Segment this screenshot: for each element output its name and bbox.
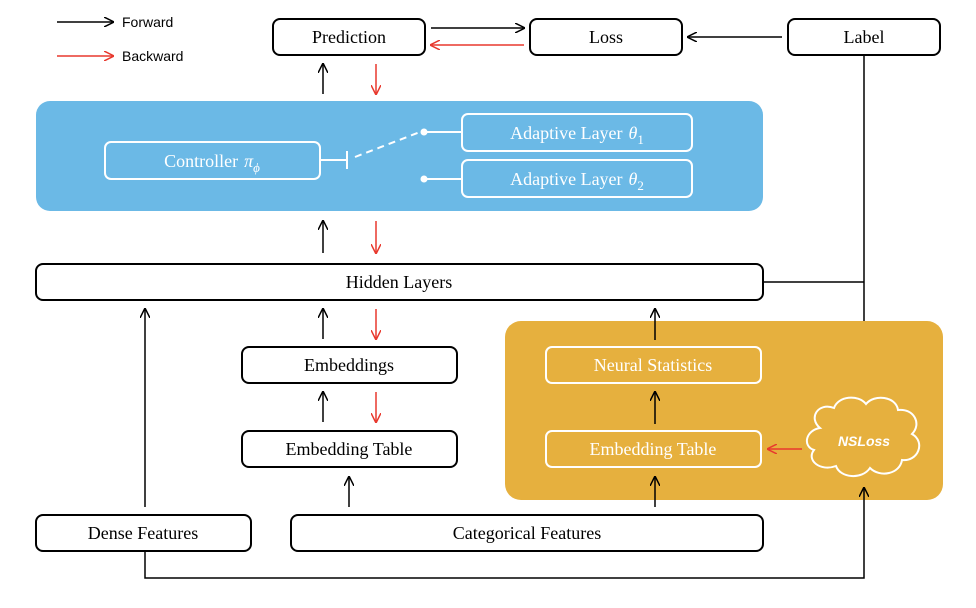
controller-text: Controller bbox=[164, 151, 238, 171]
adaptive-layer-2-theta: θ bbox=[629, 169, 638, 189]
ns-embedding-table-label: Embedding Table bbox=[590, 439, 717, 459]
legend-forward-label: Forward bbox=[122, 14, 173, 30]
neural-statistics-node: Neural Statistics bbox=[545, 346, 762, 384]
categorical-features-label: Categorical Features bbox=[453, 523, 601, 543]
controller-subscript: ϕ bbox=[253, 160, 260, 175]
adaptive-layer-1-subscript: 1 bbox=[637, 132, 644, 147]
adaptive-layer-2-label: Adaptive Layer θ2 bbox=[510, 169, 644, 193]
embedding-table-node: Embedding Table bbox=[241, 430, 458, 468]
label-node: Label bbox=[787, 18, 941, 56]
legend-backward-label: Backward bbox=[122, 48, 183, 64]
prediction-node: Prediction bbox=[272, 18, 426, 56]
ns-embedding-table-node: Embedding Table bbox=[545, 430, 762, 468]
dense-features-node: Dense Features bbox=[35, 514, 252, 552]
adaptive-layer-2-text: Adaptive Layer bbox=[510, 169, 622, 189]
adaptive-layer-1-text: Adaptive Layer bbox=[510, 123, 622, 143]
adaptive-layer-2-subscript: 2 bbox=[637, 178, 644, 193]
embeddings-node: Embeddings bbox=[241, 346, 458, 384]
nsloss-cloud: NSLoss bbox=[805, 396, 921, 477]
adaptive-layer-1-label: Adaptive Layer θ1 bbox=[510, 123, 644, 147]
controller-label: Controller πϕ bbox=[164, 151, 260, 175]
prediction-label: Prediction bbox=[312, 27, 386, 47]
nsloss-label: NSLoss bbox=[838, 433, 890, 449]
neural-statistics-label: Neural Statistics bbox=[594, 355, 712, 375]
ns-panel bbox=[505, 321, 943, 500]
embedding-table-label: Embedding Table bbox=[286, 439, 413, 459]
hidden-layers-node: Hidden Layers bbox=[35, 263, 764, 301]
legend: Forward Backward bbox=[57, 14, 183, 64]
adaptive-layer-1-node: Adaptive Layer θ1 bbox=[461, 113, 693, 152]
dense-features-label: Dense Features bbox=[88, 523, 198, 543]
categorical-features-node: Categorical Features bbox=[290, 514, 764, 552]
adaptive-layer-1-theta: θ bbox=[629, 123, 638, 143]
adaptive-layer-2-node: Adaptive Layer θ2 bbox=[461, 159, 693, 198]
loss-label: Loss bbox=[589, 27, 623, 47]
path-dense-to-nsloss bbox=[144, 488, 864, 579]
adaptive-panel bbox=[36, 101, 763, 211]
loss-node: Loss bbox=[529, 18, 683, 56]
hidden-layers-label: Hidden Layers bbox=[346, 272, 452, 292]
controller-switch bbox=[320, 128, 462, 183]
controller-symbol: π bbox=[244, 151, 254, 171]
label-label: Label bbox=[844, 27, 885, 47]
embeddings-label: Embeddings bbox=[304, 355, 394, 375]
